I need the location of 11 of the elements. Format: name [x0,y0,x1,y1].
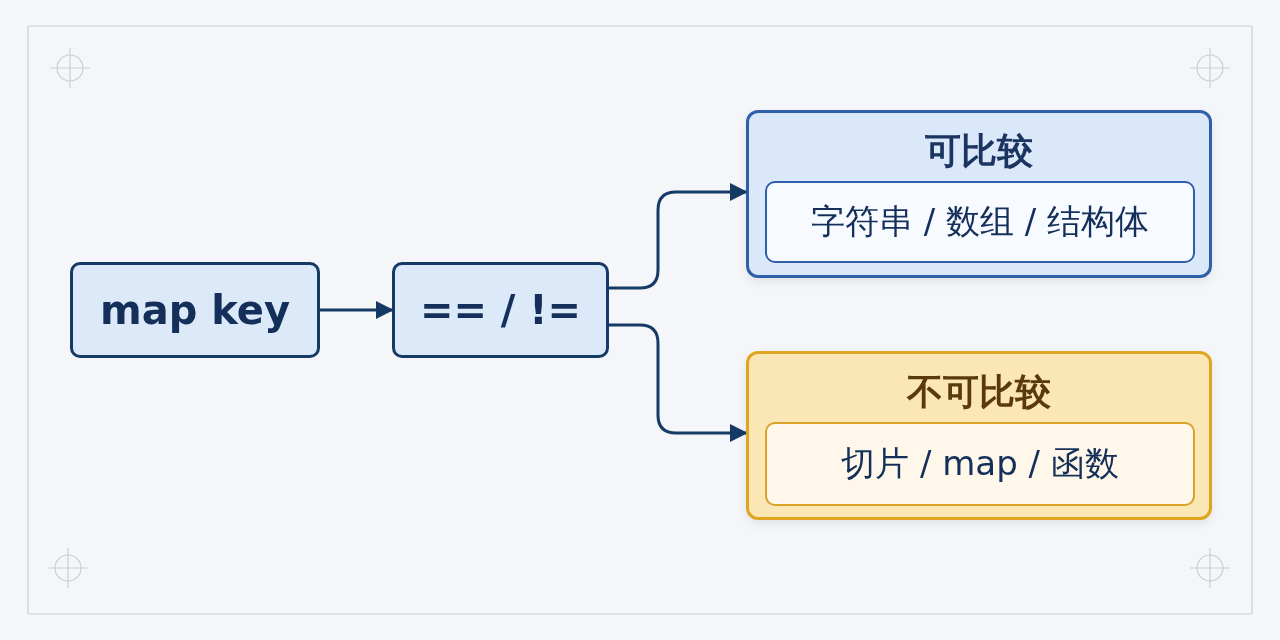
example-box: 字符串 / 数组 / 结构体 [765,181,1195,263]
arrow [609,183,748,290]
example-box: 切片 / map / 函数 [765,422,1195,506]
arrow [609,323,748,442]
process-box: map key [70,262,320,358]
panel-heading: 可比较 [924,129,1034,173]
panel-heading: 不可比较 [905,370,1052,414]
category-panel [746,110,1212,278]
category-panel [746,351,1212,520]
process-box: == / != [392,262,609,358]
arrow [320,301,394,319]
